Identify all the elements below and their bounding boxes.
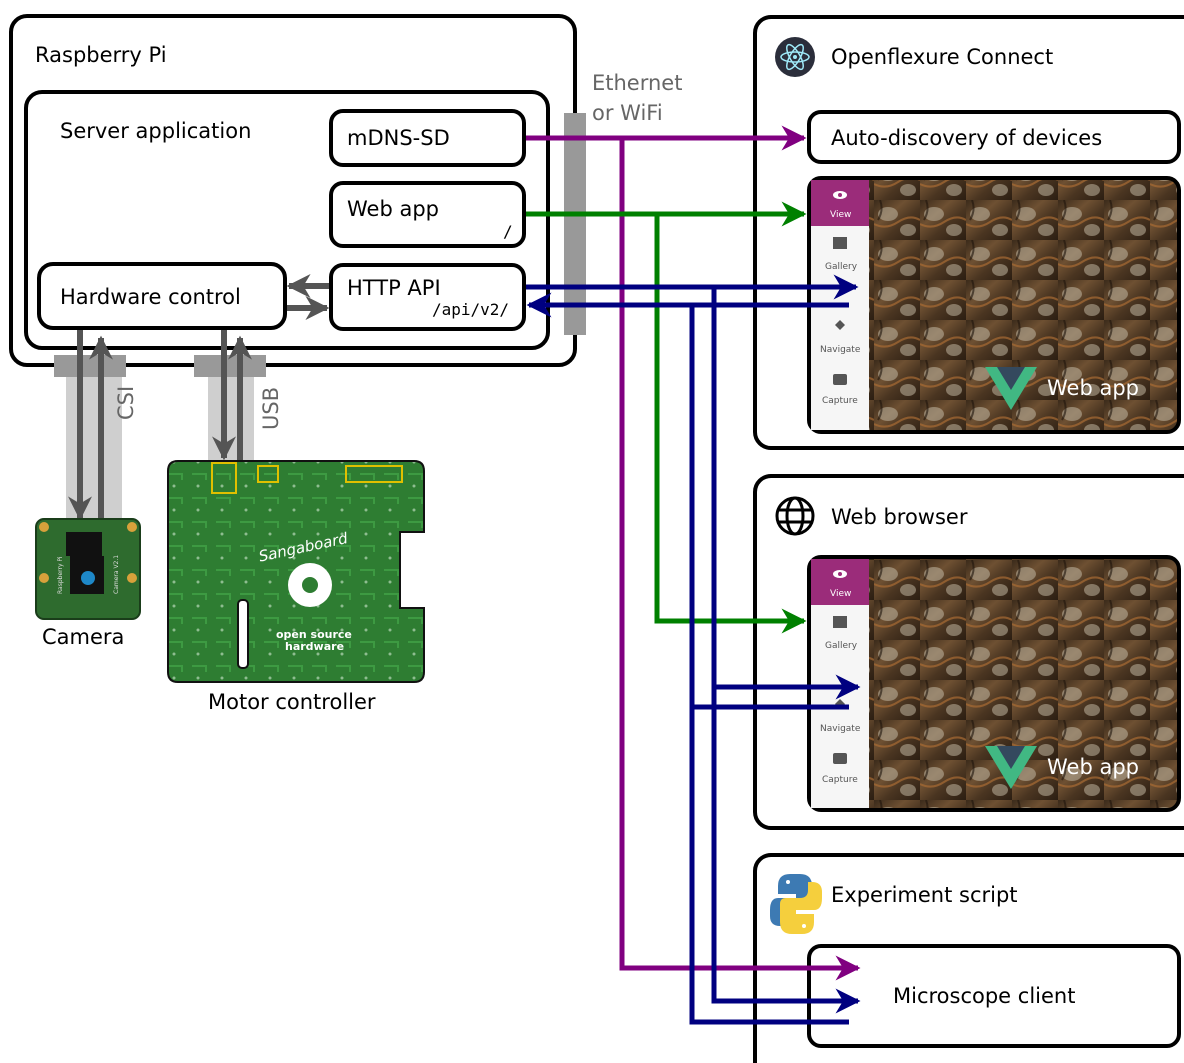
- api-to-client-arrow: [711, 687, 861, 1014]
- hardware-control-box: Hardware control: [37, 262, 287, 330]
- osh-line-2: hardware: [285, 640, 344, 653]
- sidebar-item-capture[interactable]: Capture: [822, 396, 858, 406]
- mdns-connections: [526, 125, 861, 981]
- gallery-icon: [833, 616, 847, 628]
- webapp-connections: [526, 201, 807, 634]
- vue-logo-icon: [985, 746, 1037, 789]
- network-port-bar: [564, 113, 586, 335]
- motor-controller-caption: Motor controller: [208, 690, 376, 714]
- camera-board-text-2: Camera V2.1: [113, 555, 120, 594]
- navigate-icon: [835, 320, 845, 330]
- sidebar-item-view[interactable]: View: [830, 589, 851, 599]
- webapp-to-browser-arrow: [654, 214, 807, 634]
- usb-connector: USB: [194, 330, 283, 465]
- web-app-path: /: [503, 222, 513, 241]
- vue-logo-icon: [985, 367, 1037, 410]
- auto-discovery-box: Auto-discovery of devices: [807, 110, 1181, 164]
- mdns-sd-box: mDNS-SD: [329, 109, 526, 167]
- web-app-server-box: Web app /: [329, 181, 526, 248]
- sidebar-item-navigate[interactable]: Navigate: [820, 345, 861, 355]
- csi-label: CSI: [114, 386, 138, 420]
- network-label-line-1: Ethernet: [592, 71, 682, 95]
- http-api-path: /api/v2/: [432, 300, 509, 319]
- motor-controller-board-image: Sangaboard open source hardware: [167, 460, 425, 683]
- eye-icon: [833, 191, 847, 199]
- capture-icon: [833, 374, 847, 385]
- camera-caption: Camera: [42, 625, 124, 649]
- sidebar-item-gallery[interactable]: Gallery: [825, 262, 858, 272]
- electron-atom-icon: [775, 37, 815, 77]
- sidebar-item-navigate[interactable]: Navigate: [820, 724, 861, 734]
- web-app-server-label: Web app: [347, 197, 439, 221]
- mdns-to-client-arrow: [619, 138, 861, 981]
- sidebar-item-gallery[interactable]: Gallery: [825, 641, 858, 651]
- browser-webapp-preview: View Gallery Navigate Capture Web app: [807, 555, 1181, 812]
- microscope-client-label: Microscope client: [893, 984, 1075, 1008]
- experiment-script-title: Experiment script: [831, 883, 1018, 907]
- globe-icon: [775, 496, 815, 536]
- camera-board-image: Raspberry Pi Camera V2.1: [35, 518, 141, 620]
- http-api-box: HTTP API /api/v2/: [329, 263, 526, 331]
- web-browser-title: Web browser: [831, 505, 968, 529]
- connect-webapp-overlay-label: Web app: [1047, 376, 1139, 400]
- gallery-icon: [833, 237, 847, 249]
- csi-connector: CSI: [54, 330, 138, 525]
- auto-discovery-label: Auto-discovery of devices: [831, 126, 1102, 150]
- http-api-label: HTTP API: [347, 276, 441, 300]
- capture-icon: [833, 753, 847, 764]
- browser-webapp-overlay-label: Web app: [1047, 755, 1139, 779]
- osh-line-1: open source: [276, 628, 352, 641]
- raspberry-pi-title: Raspberry Pi: [35, 43, 167, 67]
- sidebar-item-capture[interactable]: Capture: [822, 775, 858, 785]
- python-icon: [770, 874, 822, 934]
- client-to-api-line: [689, 707, 849, 1025]
- connect-webapp-preview: View Gallery Navigate Capture Web app: [807, 176, 1181, 434]
- eye-icon: [833, 570, 847, 578]
- hardware-control-label: Hardware control: [60, 285, 241, 309]
- server-application-title: Server application: [60, 119, 251, 143]
- mdns-sd-label: mDNS-SD: [347, 126, 450, 150]
- openflexure-connect-title: Openflexure Connect: [831, 45, 1053, 69]
- api-connections: [526, 274, 861, 1025]
- network-label-line-2: or WiFi: [592, 101, 663, 125]
- camera-board-text-1: Raspberry Pi: [57, 556, 64, 594]
- microscope-client-box: Microscope client: [807, 944, 1181, 1048]
- sidebar-item-view[interactable]: View: [830, 210, 851, 220]
- usb-label: USB: [259, 387, 283, 430]
